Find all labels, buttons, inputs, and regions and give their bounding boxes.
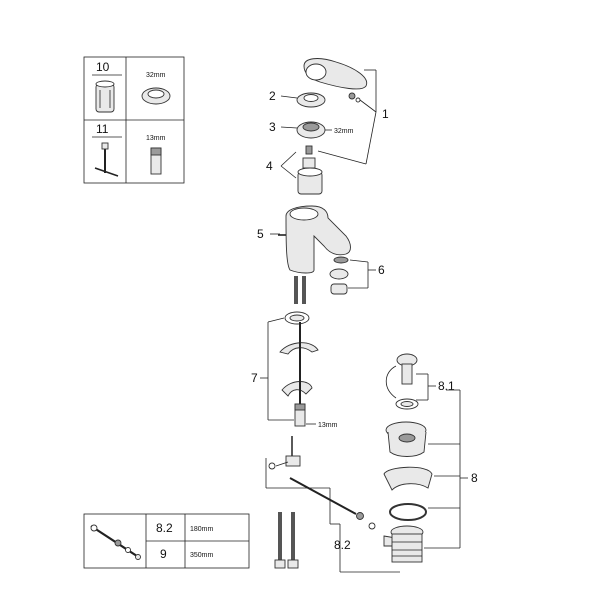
callout-7-size: 13mm xyxy=(318,422,338,429)
t-wrench-icon xyxy=(94,142,119,177)
flex-hoses xyxy=(294,276,306,304)
lever-handle xyxy=(303,58,368,103)
faucet-body xyxy=(278,205,351,274)
callout-4: 4 xyxy=(266,159,273,173)
mounting-set xyxy=(279,311,319,427)
pop-up-rod-icon xyxy=(90,524,141,560)
aerator xyxy=(329,256,349,295)
pop-up-linkage xyxy=(268,436,397,547)
cartridge-tool-icon xyxy=(95,80,115,113)
supply-hoses-lower xyxy=(274,512,299,569)
spare-parts-table: 10 32mm 11 13mm xyxy=(83,56,185,184)
nut-32mm-icon xyxy=(141,87,171,105)
table-size-13mm: 13mm xyxy=(146,135,166,142)
callout-8-1: 8.1 xyxy=(438,379,455,393)
callout-3-size: 32mm xyxy=(334,128,354,135)
table-part-number-8-2: 8.2 xyxy=(156,521,173,535)
cover-cap xyxy=(296,92,326,108)
cartridge-nut-32mm xyxy=(296,121,326,139)
callout-5: 5 xyxy=(257,227,264,241)
callout-8: 8 xyxy=(471,471,478,485)
table-size-32mm: 32mm xyxy=(146,72,166,79)
callout-6: 6 xyxy=(378,263,385,277)
callout-3: 3 xyxy=(269,120,276,134)
table-length-350mm: 350mm xyxy=(190,552,214,559)
waste-set xyxy=(383,353,433,563)
cartridge xyxy=(297,145,323,195)
callout-8-2: 8.2 xyxy=(334,538,351,552)
table-part-number-11: 11 xyxy=(96,122,109,136)
callout-7: 7 xyxy=(251,371,258,385)
socket-13mm-icon xyxy=(150,147,162,175)
hose-length-table: 8.2 180mm 9 350mm xyxy=(83,513,250,569)
table-part-number-9: 9 xyxy=(160,547,167,561)
callout-2: 2 xyxy=(269,89,276,103)
table-length-180mm: 180mm xyxy=(190,526,214,533)
callout-1: 1 xyxy=(382,107,389,121)
table-part-number-10: 10 xyxy=(96,60,110,74)
